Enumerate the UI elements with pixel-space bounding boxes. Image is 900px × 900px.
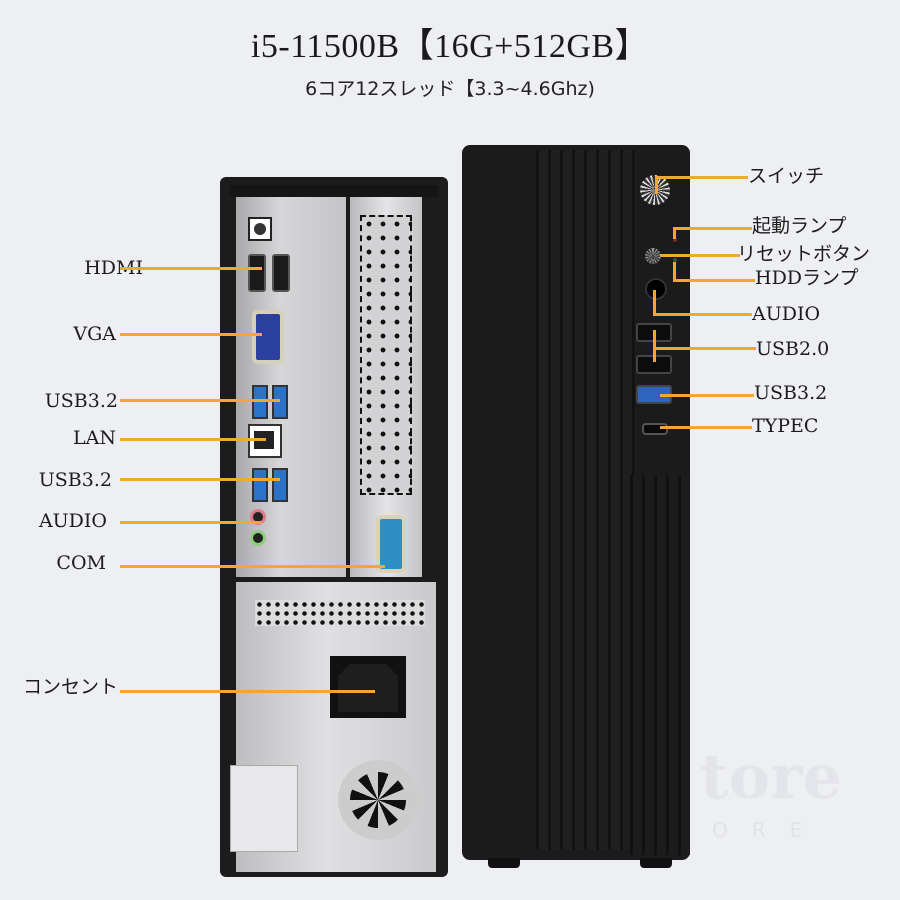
power-led-icon	[673, 238, 677, 242]
power-inlet-icon	[330, 656, 406, 718]
label-usb32-top: USB3.2	[44, 390, 118, 412]
leader-line	[673, 279, 755, 282]
label-typec: TYPEC	[752, 415, 819, 437]
lan-port-icon	[248, 424, 282, 458]
label-audio-rear: AUDIO	[38, 510, 107, 532]
leader-line	[660, 426, 752, 429]
leader-line	[120, 690, 375, 693]
leader-line	[653, 313, 752, 316]
cmos-button-icon	[248, 217, 272, 241]
usb3-port-icon	[272, 468, 288, 502]
vga-port-icon	[252, 310, 284, 364]
label-com: COM	[56, 552, 106, 574]
watermark-sub: ORE	[712, 818, 827, 842]
leader-line	[120, 438, 266, 441]
leader-line	[120, 565, 385, 568]
label-power-outlet: コンセント	[22, 676, 118, 698]
case-foot	[488, 858, 520, 868]
usb3-port-icon	[272, 385, 288, 419]
leader-line	[120, 399, 280, 402]
label-hdmi: HDMI	[84, 257, 143, 279]
leader-line	[120, 478, 280, 481]
label-usb32-bottom: USB3.2	[38, 469, 112, 491]
usb3-port-icon	[252, 385, 268, 419]
leader-line	[673, 227, 676, 239]
com-port-icon	[376, 515, 406, 573]
psu-plate	[230, 765, 298, 852]
hdmi-port-icon	[248, 254, 266, 292]
leader-line	[655, 176, 658, 194]
hdmi-port-icon	[272, 254, 290, 292]
front-audio-jack-icon	[645, 278, 667, 300]
product-title: i5-11500B【16G+512GB】	[250, 28, 650, 65]
typec-port-icon	[642, 423, 668, 435]
line-out-jack-icon	[250, 530, 266, 546]
watermark: tore	[700, 740, 843, 813]
leader-line	[660, 254, 740, 257]
label-lan: LAN	[73, 427, 116, 449]
label-vga: VGA	[73, 323, 116, 345]
leader-line	[120, 267, 262, 270]
usb3-port-icon	[252, 468, 268, 502]
leader-line	[653, 347, 756, 350]
label-audio-front: AUDIO	[752, 303, 821, 325]
label-usb32-front: USB3.2	[754, 382, 828, 404]
leader-line	[120, 333, 262, 336]
label-hdd-led: HDDランプ	[755, 267, 859, 289]
front-ribs	[536, 150, 636, 850]
leader-line	[655, 176, 748, 179]
leader-line	[673, 262, 676, 281]
pci-bracket	[255, 600, 425, 626]
front-ribs-lower	[630, 475, 690, 855]
fan-grill-icon	[338, 760, 418, 840]
vent-mesh	[360, 215, 412, 495]
label-power-switch: スイッチ	[748, 165, 825, 187]
hdd-led-icon	[673, 258, 677, 262]
case-foot	[640, 858, 672, 868]
leader-line	[660, 394, 754, 397]
leader-line	[673, 227, 752, 230]
leader-line	[120, 521, 262, 524]
product-subtitle: 6コア12スレッド【3.3~4.6Ghz)	[305, 78, 595, 100]
label-reset-button: リセットボタン	[737, 243, 871, 265]
label-usb20: USB2.0	[756, 338, 830, 360]
leader-line	[653, 290, 656, 315]
leader-line	[653, 330, 656, 362]
label-power-led: 起動ランプ	[752, 215, 847, 237]
reset-button-icon	[645, 248, 661, 264]
